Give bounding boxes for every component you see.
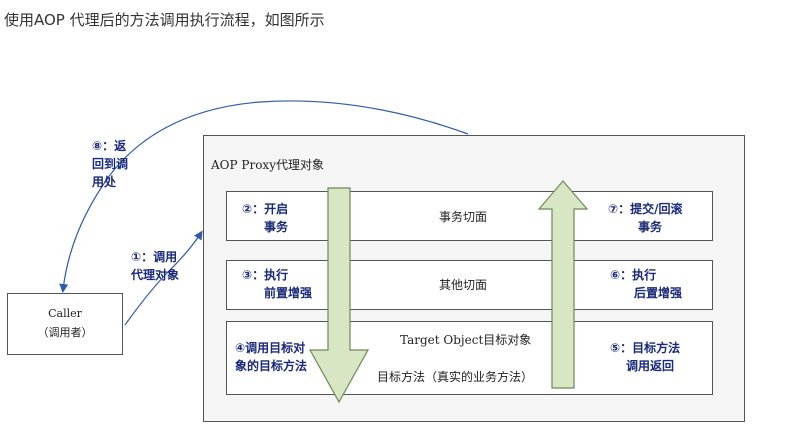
transaction-aspect-label: 事务切面 — [439, 210, 488, 224]
transaction-aspect-box — [226, 191, 713, 241]
page-heading: 使用AOP 代理后的方法调用执行流程，如图所示 — [4, 11, 325, 29]
up-flow-arrow — [537, 180, 589, 389]
step-1-label: ①：调用 代理对象 — [131, 250, 180, 282]
target-object-title: Target Object目标对象 — [400, 333, 532, 347]
step-4-label: ④调用目标对 象的目标方法 — [235, 341, 308, 373]
step-8-label: ⑧：返 回到调 用处 — [92, 139, 129, 189]
step-3-label: ③：执行 前置增强 — [242, 268, 313, 300]
target-method-label: 目标方法（真实的业务方法） — [377, 370, 534, 384]
call-connector-arrow — [124, 230, 203, 326]
down-flow-arrow — [308, 187, 370, 404]
return-connector-arrow — [59, 100, 469, 293]
other-aspect-label: 其他切面 — [439, 278, 488, 292]
caller-box — [7, 293, 123, 355]
proxy-title: AOP Proxy代理对象 — [211, 158, 324, 172]
step-6-label: ⑥：执行 后置增强 — [610, 268, 683, 300]
step-2-label: ②：开启 事务 — [242, 202, 289, 234]
caller-label: Caller （调用者） — [37, 307, 93, 339]
step-5-label: ⑤：目标方法 调用返回 — [610, 341, 681, 373]
step-7-label: ⑦：提交/回滚 事务 — [608, 202, 683, 234]
target-object-box — [226, 321, 713, 395]
other-aspect-box — [226, 260, 713, 310]
